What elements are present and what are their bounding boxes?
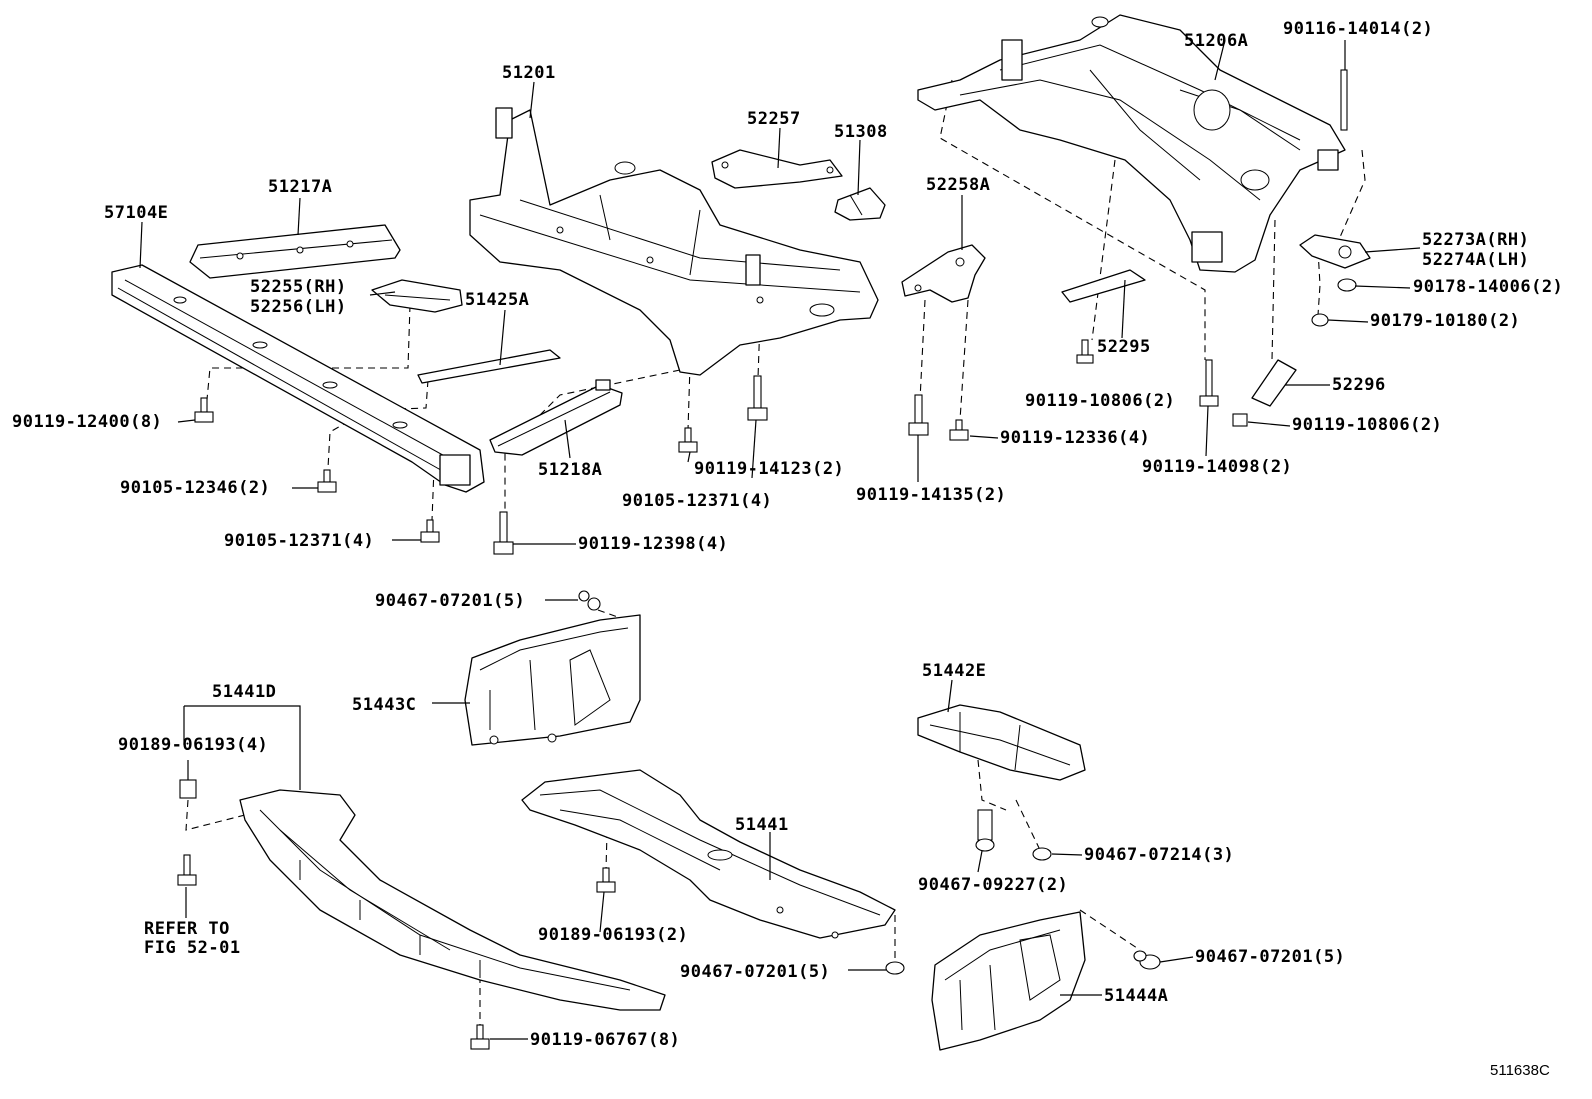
label-90467-07201-a: 90467-07201(5) bbox=[375, 591, 525, 611]
bolt-90189-06193-b bbox=[596, 867, 616, 893]
nut-90179-10180 bbox=[1311, 313, 1329, 327]
label-52274a: 52274A(LH) bbox=[1422, 250, 1529, 270]
label-90189-06193-a: 90189-06193(4) bbox=[118, 735, 268, 755]
label-51443c: 51443C bbox=[352, 695, 416, 715]
link-52296 bbox=[1251, 359, 1297, 407]
label-52258a: 52258A bbox=[926, 175, 990, 195]
label-90105-12371-b: 90105-12371(4) bbox=[224, 531, 374, 551]
label-90467-07214: 90467-07214(3) bbox=[1084, 845, 1234, 865]
bolt-refer bbox=[177, 854, 197, 886]
clip-90467-07201-b bbox=[885, 961, 905, 975]
bolt-90119-12336 bbox=[949, 419, 969, 441]
label-51442e: 51442E bbox=[922, 661, 986, 681]
label-90119-10806-b: 90119-10806(2) bbox=[1292, 415, 1442, 435]
label-90119-10806-a: 90119-10806(2) bbox=[1025, 391, 1175, 411]
label-90467-09227: 90467-09227(2) bbox=[918, 875, 1068, 895]
label-51308: 51308 bbox=[834, 122, 888, 142]
leader-lines bbox=[139, 39, 1421, 1040]
label-90105-12371-a: 90105-12371(4) bbox=[622, 491, 772, 511]
label-90119-12398: 90119-12398(4) bbox=[578, 534, 728, 554]
bolt-90119-14123 bbox=[747, 375, 768, 421]
cover-51441d bbox=[239, 789, 666, 1011]
bolt-90119-14135 bbox=[908, 394, 929, 436]
clip-90467-09227 bbox=[975, 809, 995, 852]
nut-90178-14006 bbox=[1337, 278, 1357, 292]
tray-51442e bbox=[917, 704, 1086, 781]
label-90119-14135: 90119-14135(2) bbox=[856, 485, 1006, 505]
label-52295: 52295 bbox=[1097, 337, 1151, 357]
label-refer-to: REFER TO bbox=[144, 919, 230, 939]
bolt-90119-06767 bbox=[470, 1024, 490, 1050]
cover-51443c bbox=[464, 614, 641, 746]
label-fig-52-01: FIG 52-01 bbox=[144, 938, 241, 958]
label-51425a: 51425A bbox=[465, 290, 529, 310]
label-52256: 52256(LH) bbox=[250, 297, 347, 317]
bracket-51218a bbox=[489, 379, 623, 456]
label-52257: 52257 bbox=[747, 109, 801, 129]
bolt-90105-12371-b bbox=[678, 427, 698, 453]
label-51217a: 51217A bbox=[268, 177, 332, 197]
subframe-51206a bbox=[917, 14, 1346, 273]
label-51206a: 51206A bbox=[1184, 31, 1248, 51]
bracket-52273a bbox=[1299, 234, 1371, 269]
label-51441d: 51441D bbox=[212, 682, 276, 702]
label-51441: 51441 bbox=[735, 815, 789, 835]
part-labels: 51201 51206A 90116-14014(2) 52257 51308 … bbox=[12, 19, 1563, 1079]
label-90119-14123: 90119-14123(2) bbox=[694, 459, 844, 479]
cover-51444a bbox=[931, 911, 1086, 1051]
arm-52258a bbox=[901, 244, 986, 303]
clip-90467-07201-a bbox=[578, 590, 601, 611]
bracket-51217a bbox=[189, 224, 401, 279]
plate-52255 bbox=[371, 279, 463, 313]
crossmember-51201 bbox=[469, 107, 879, 376]
label-90119-12336: 90119-12336(4) bbox=[1000, 428, 1150, 448]
label-51201: 51201 bbox=[502, 63, 556, 83]
rail-57104e bbox=[111, 264, 485, 493]
label-90179-10180: 90179-10180(2) bbox=[1370, 311, 1520, 331]
label-90116-14014: 90116-14014(2) bbox=[1283, 19, 1433, 39]
label-90119-06767: 90119-06767(8) bbox=[530, 1030, 680, 1050]
link-52295 bbox=[1061, 269, 1146, 303]
bolt-90105-12371-a bbox=[420, 519, 440, 543]
bolt-90119-10806-b bbox=[1232, 413, 1248, 427]
brace-52257 bbox=[711, 149, 843, 189]
strip-51425a bbox=[417, 349, 561, 384]
label-52255: 52255(RH) bbox=[250, 277, 347, 297]
label-90105-12346: 90105-12346(2) bbox=[120, 478, 270, 498]
label-90467-07201-b: 90467-07201(5) bbox=[680, 962, 830, 982]
label-90119-14098: 90119-14098(2) bbox=[1142, 457, 1292, 477]
label-90178-14006: 90178-14006(2) bbox=[1413, 277, 1563, 297]
figure-code: 511638C bbox=[1490, 1062, 1550, 1079]
bolt-90116-14014 bbox=[1340, 69, 1348, 131]
label-51444a: 51444A bbox=[1104, 986, 1168, 1006]
label-90119-12400: 90119-12400(8) bbox=[12, 412, 162, 432]
fasteners bbox=[177, 69, 1357, 1050]
label-51218a: 51218A bbox=[538, 460, 602, 480]
clip-90467-07214 bbox=[1032, 847, 1052, 861]
bolt-90119-10806-a bbox=[1076, 339, 1094, 364]
bolt-90119-12400 bbox=[194, 397, 214, 423]
label-90189-06193-b: 90189-06193(2) bbox=[538, 925, 688, 945]
bolt-90119-12398 bbox=[493, 511, 514, 555]
clip-90467-07201-c bbox=[1133, 950, 1161, 970]
bracket-51308 bbox=[834, 187, 886, 221]
label-52296: 52296 bbox=[1332, 375, 1386, 395]
label-57104e: 57104E bbox=[104, 203, 168, 223]
clip-90189-06193-a bbox=[179, 779, 197, 799]
label-90467-07201-c: 90467-07201(5) bbox=[1195, 947, 1345, 967]
bolt-90105-12346 bbox=[317, 469, 337, 493]
bolt-90119-14098 bbox=[1199, 359, 1219, 407]
cover-51441 bbox=[521, 769, 896, 939]
label-52273a: 52273A(RH) bbox=[1422, 230, 1529, 250]
